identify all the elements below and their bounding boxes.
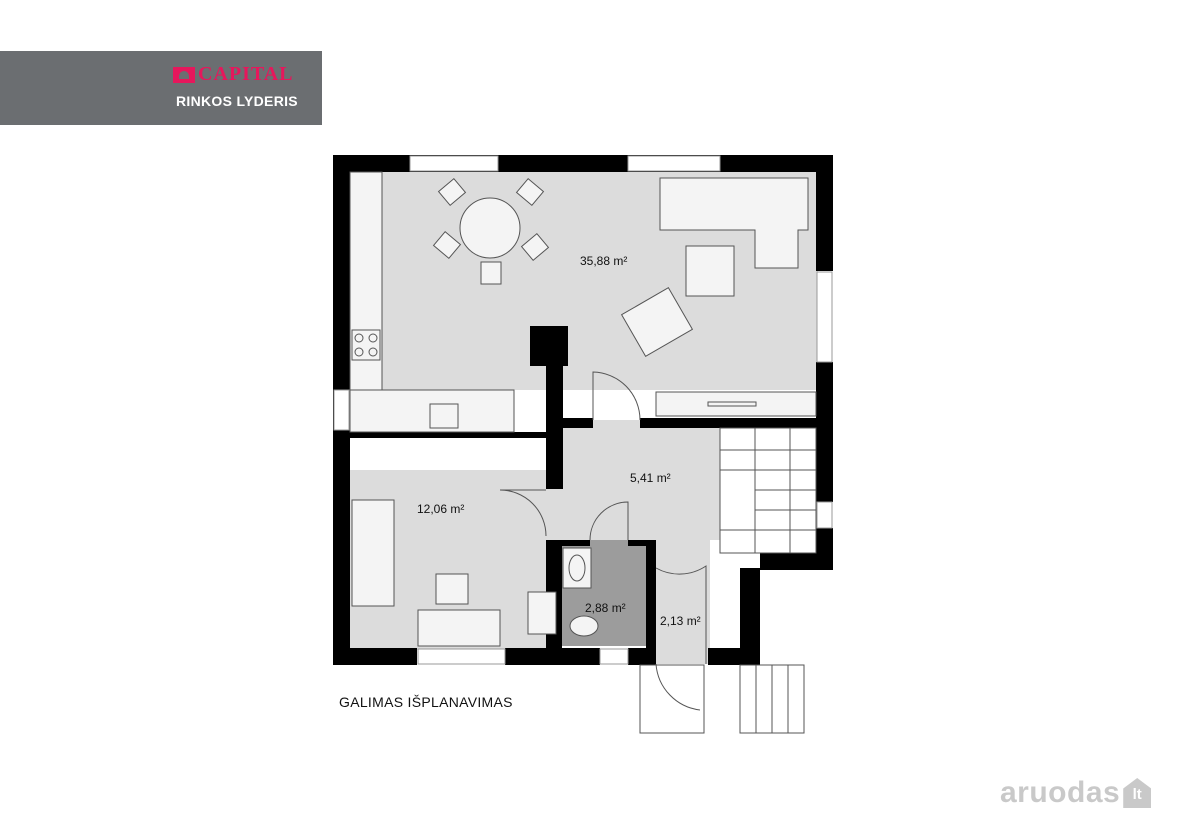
wall-hall-left: [546, 365, 563, 489]
hall-lower-floor: [656, 540, 710, 664]
kitchen-sink: [429, 403, 459, 429]
wall-bottom-right-a: [628, 648, 656, 665]
brand-tagline: RINKOS LYDERIS: [176, 93, 298, 109]
bedroom-furniture: [351, 499, 557, 647]
wall-storage-bottom: [708, 648, 760, 665]
area-storage: 2,13 m²: [660, 614, 701, 628]
wall-stair-step: [760, 553, 833, 570]
chair-1: [437, 177, 467, 207]
hob-3: [354, 347, 364, 357]
wall-living-hall: [640, 418, 816, 428]
nightstand: [527, 591, 557, 635]
door-entrance: [655, 663, 701, 711]
window-bottom-2: [599, 648, 629, 665]
area-bedroom: 12,06 m²: [417, 502, 464, 516]
wall-bath-right: [646, 540, 656, 648]
entrance-landing: [639, 664, 705, 734]
logo-mark-icon: [173, 66, 195, 83]
door-living-hall: [592, 371, 641, 421]
armchair: [620, 287, 694, 357]
wall-bath-top: [546, 540, 590, 546]
desk-chair: [435, 573, 469, 605]
wall-right-mid: [816, 362, 833, 502]
kitchen: [349, 171, 515, 433]
house-icon: lt: [1123, 778, 1152, 808]
staircase: [719, 427, 817, 554]
tv: [707, 401, 757, 407]
chair-5: [480, 261, 502, 285]
chair-3: [432, 230, 462, 260]
window-left: [333, 389, 350, 431]
doors: [499, 371, 707, 711]
closet-floor: [350, 438, 546, 470]
watermark-suffix: lt: [1132, 786, 1142, 803]
wall-chimney: [530, 326, 568, 366]
hob-1: [354, 333, 364, 343]
window-right-1: [816, 271, 833, 363]
brand-panel: CAPITAL RINKOS LYDERIS: [0, 51, 322, 125]
windows: [333, 155, 833, 665]
chair-2: [515, 177, 545, 207]
wall-kitchen-bedroom: [350, 432, 546, 438]
hob-4: [368, 347, 378, 357]
bathroom-fixtures: [562, 547, 599, 637]
hob-2: [368, 333, 378, 343]
entrance-steps: [639, 664, 805, 734]
hall-floor: [546, 420, 720, 540]
door-bedroom: [499, 489, 547, 537]
area-bathroom: 2,88 m²: [585, 601, 626, 615]
capital-logo: CAPITAL: [173, 63, 294, 86]
aruodas-watermark: aruodas lt: [1000, 776, 1152, 810]
dining-table: [459, 197, 521, 259]
wall-hall-stub: [563, 418, 593, 428]
plan-caption: GALIMAS IŠPLANAVIMAS: [339, 694, 513, 710]
wall-top: [333, 155, 833, 172]
sofa-bed: [351, 499, 395, 607]
door-bathroom: [589, 501, 629, 541]
window-top-2: [627, 155, 721, 172]
living-furniture: [432, 177, 817, 417]
wall-bath-top-b: [628, 540, 656, 546]
area-living: 35,88 m²: [580, 254, 627, 268]
chair-4: [520, 232, 550, 262]
window-bottom-1: [417, 648, 506, 665]
door-storage: [655, 565, 707, 664]
wall-bottom-mid: [505, 648, 600, 665]
logo-word: CAPITAL: [198, 63, 294, 85]
toilet: [569, 615, 599, 637]
wall-right-upper: [816, 155, 833, 271]
coffee-table: [685, 245, 735, 297]
desk: [417, 609, 501, 647]
watermark-text: aruodas: [1000, 776, 1121, 809]
window-right-2: [816, 501, 833, 529]
corner-sofa: [659, 177, 809, 269]
area-hall: 5,41 m²: [630, 471, 671, 485]
basin-bowl: [568, 554, 586, 582]
window-top-1: [409, 155, 499, 172]
wall-storage-right: [740, 568, 760, 665]
room-labels: 35,88 m² 12,06 m² 5,41 m² 2,88 m² 2,13 m…: [417, 254, 701, 628]
wall-bottom-left: [333, 648, 417, 665]
